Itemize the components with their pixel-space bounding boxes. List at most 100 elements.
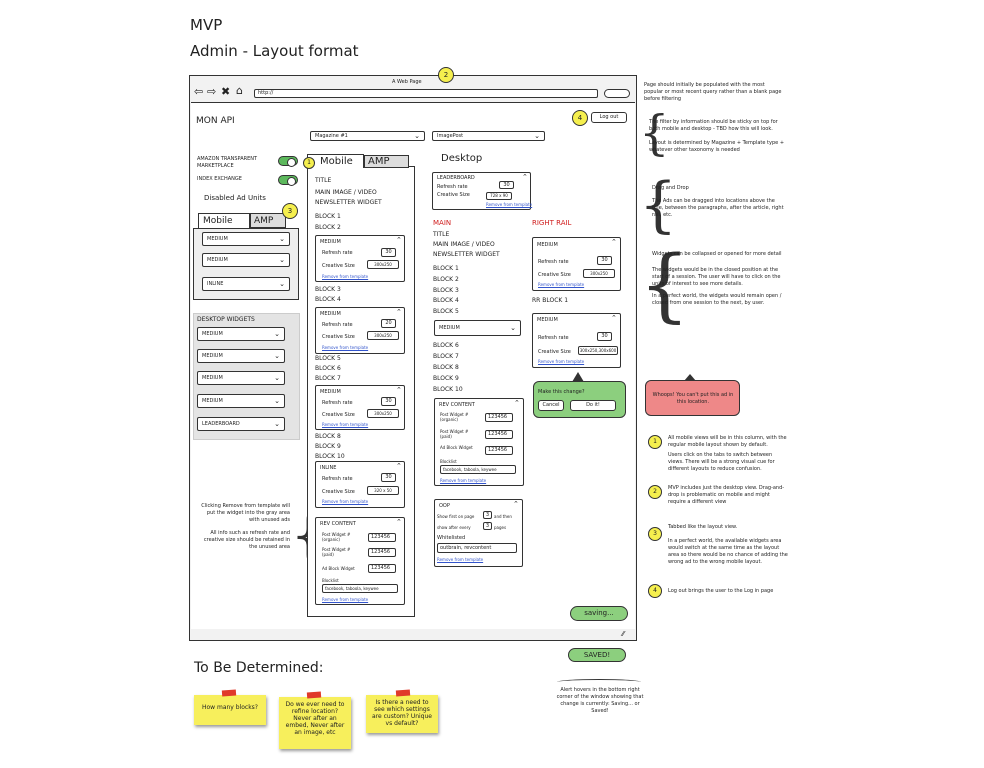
size-input[interactable]: 300x250 xyxy=(367,260,399,269)
blocklist-input[interactable]: facebook, taboola, keywee xyxy=(322,584,398,593)
ad-widget[interactable] xyxy=(315,461,405,508)
field-label: Post Widget # (organic) xyxy=(322,532,351,542)
template-select[interactable]: ImagePost⌄ xyxy=(432,131,545,141)
widget-name: REV CONTENT xyxy=(439,402,475,408)
remove-link[interactable]: Remove from template xyxy=(322,345,369,350)
refresh-input[interactable]: 30 xyxy=(381,248,396,257)
magazine-select[interactable]: Magazine #1⌄ xyxy=(310,131,425,141)
desktop-widget[interactable]: MEDIUM⌄ xyxy=(197,394,285,408)
desktop-widget[interactable]: MEDIUM⌄ xyxy=(197,349,285,363)
unit-label: MEDIUM xyxy=(202,375,223,381)
right-rail-heading: RIGHT RAIL xyxy=(532,219,572,227)
field-input[interactable]: 123456 xyxy=(368,564,396,573)
whitelist-input[interactable]: outbrain, revcontent xyxy=(437,543,517,553)
logout-button[interactable]: Log out xyxy=(591,112,627,123)
chevron-up-icon[interactable]: ⌃ xyxy=(396,308,402,316)
chevron-up-icon[interactable]: ⌃ xyxy=(396,236,402,244)
note-p3b: In a perfect world, the available widget… xyxy=(668,538,788,565)
tab-mobile-disabled[interactable]: Mobile xyxy=(198,213,250,229)
disabled-unit[interactable]: MEDIUM⌄ xyxy=(202,232,290,246)
field-label: Whitelisted xyxy=(437,535,466,541)
nav-back-icon[interactable]: ⇦ xyxy=(194,85,204,98)
chevron-up-icon[interactable]: ⌃ xyxy=(396,462,402,470)
note-alert: Alert hovers in the bottom right corner … xyxy=(556,687,644,714)
ad-widget[interactable] xyxy=(315,235,405,282)
leaderboard-widget[interactable] xyxy=(432,172,531,210)
chevron-up-icon[interactable]: ⌃ xyxy=(611,238,617,246)
sticky-note: Do we ever need to refine location? Neve… xyxy=(279,697,351,749)
refresh-input[interactable]: 30 xyxy=(381,397,396,406)
remove-link[interactable]: Remove from template xyxy=(322,597,369,602)
resize-handle-icon[interactable]: ⁄⁄ xyxy=(622,630,625,638)
tab-amp[interactable]: AMP xyxy=(364,155,409,168)
confirm-button[interactable]: Do it! xyxy=(570,400,616,411)
close-icon[interactable]: ✖ xyxy=(221,85,231,98)
desktop-widget[interactable]: MEDIUM⌄ xyxy=(197,327,285,341)
annotation-pin-1: 1 xyxy=(303,157,315,169)
chevron-up-icon[interactable]: ⌃ xyxy=(611,314,617,322)
toggle-amazon[interactable] xyxy=(278,156,298,167)
field-input[interactable]: 123456 xyxy=(485,446,513,455)
refresh-input[interactable]: 30 xyxy=(597,332,612,341)
field-input[interactable]: 123456 xyxy=(485,430,513,439)
size-input[interactable]: 300x250 xyxy=(367,409,399,418)
chevron-down-icon: ⌄ xyxy=(274,374,280,382)
blocklist-input[interactable]: facebook, taboola, keywee xyxy=(440,465,516,474)
disabled-unit[interactable]: INLINE⌄ xyxy=(202,277,290,291)
template-select-value: ImagePost xyxy=(437,133,464,139)
main-heading: MAIN xyxy=(433,219,452,227)
tab-amp-disabled[interactable]: AMP xyxy=(250,213,286,228)
ad-widget[interactable] xyxy=(315,307,405,354)
remove-link[interactable]: Remove from template xyxy=(322,274,369,279)
refresh-input[interactable]: 30 xyxy=(381,473,396,482)
refresh-input[interactable]: 30 xyxy=(499,181,514,189)
field-input[interactable]: 3 xyxy=(483,511,492,519)
remove-link[interactable]: Remove from template xyxy=(538,282,585,287)
chevron-up-icon[interactable]: ⌃ xyxy=(514,399,520,407)
cancel-button[interactable]: Cancel xyxy=(538,400,564,411)
refresh-input[interactable]: 20 xyxy=(381,319,396,328)
size-input[interactable]: 300x250,300x600 xyxy=(578,346,618,355)
desktop-widget[interactable]: MEDIUM ⌄ xyxy=(197,371,285,385)
tab-mobile[interactable]: Mobile xyxy=(307,154,364,168)
ad-widget[interactable] xyxy=(315,385,405,430)
nav-forward-icon[interactable]: ⇨ xyxy=(207,85,217,98)
search-field[interactable] xyxy=(604,89,630,98)
disabled-unit[interactable]: MEDIUM⌄ xyxy=(202,253,290,267)
chevron-up-icon[interactable]: ⌃ xyxy=(396,386,402,394)
toggle-index[interactable] xyxy=(278,175,298,186)
remove-link[interactable]: Remove from template xyxy=(322,499,369,504)
size-input[interactable]: 300x250 xyxy=(583,269,615,278)
size-input[interactable]: 320 x 50 xyxy=(367,486,399,495)
dragged-medium-select[interactable]: MEDIUM⌄ xyxy=(434,320,521,336)
saving-toast: saving... xyxy=(570,606,628,621)
d-block: BLOCK 10 xyxy=(433,386,463,393)
chevron-up-icon[interactable]: ⌃ xyxy=(522,173,528,181)
remove-link[interactable]: Remove from template xyxy=(538,359,585,364)
chevron-up-icon[interactable]: ⌃ xyxy=(396,518,402,526)
chevron-up-icon[interactable]: ⌃ xyxy=(513,500,519,508)
size-input[interactable]: 300x250 xyxy=(367,331,399,340)
remove-link[interactable]: Remove from template xyxy=(486,202,533,207)
oop-widget[interactable] xyxy=(434,499,523,567)
remove-link[interactable]: Remove from template xyxy=(322,422,369,427)
home-icon[interactable]: ⌂ xyxy=(236,84,243,97)
m-block: BLOCK 2 xyxy=(315,224,341,231)
m-block: BLOCK 10 xyxy=(315,453,345,460)
url-bar[interactable]: http:// xyxy=(254,89,598,98)
size-input[interactable]: 728 x 90 xyxy=(486,192,512,200)
refresh-input[interactable]: 30 xyxy=(597,256,612,265)
chevron-down-icon: ⌄ xyxy=(274,330,280,338)
field-input[interactable]: 123456 xyxy=(485,413,513,422)
d-block: BLOCK 5 xyxy=(433,308,459,315)
desktop-widget[interactable]: LEADERBOARD⌄ xyxy=(197,417,285,431)
remove-link[interactable]: Remove from template xyxy=(440,478,487,483)
confirm-question: Make this change? xyxy=(538,389,585,395)
field-input[interactable]: 123456 xyxy=(368,533,396,542)
annotation-pin-2: 2 xyxy=(438,67,454,83)
remove-link[interactable]: Remove from template xyxy=(437,557,484,562)
error-bubble xyxy=(645,380,740,416)
field-input[interactable]: 3 xyxy=(483,522,492,530)
chevron-down-icon: ⌄ xyxy=(274,397,280,405)
field-input[interactable]: 123456 xyxy=(368,548,396,557)
